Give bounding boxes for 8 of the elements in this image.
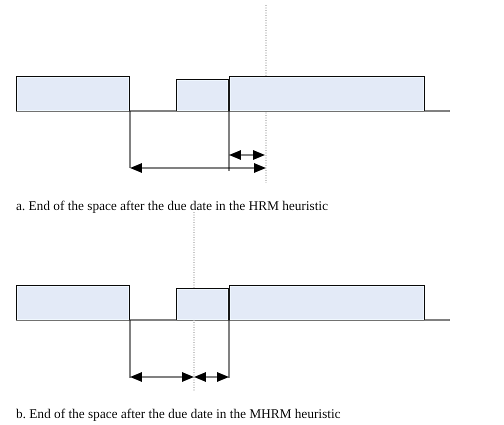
task-bar — [16, 285, 130, 320]
task-bar — [229, 76, 425, 111]
task-bar — [229, 285, 425, 320]
figure-caption: b. End of the space after the due date in the MHRM heuristic — [16, 406, 341, 422]
figure-caption: a. End of the space after the due date in the HRM heuristic — [16, 198, 328, 214]
task-bar — [176, 79, 229, 111]
task-bar — [16, 76, 130, 111]
task-bar — [176, 288, 229, 320]
